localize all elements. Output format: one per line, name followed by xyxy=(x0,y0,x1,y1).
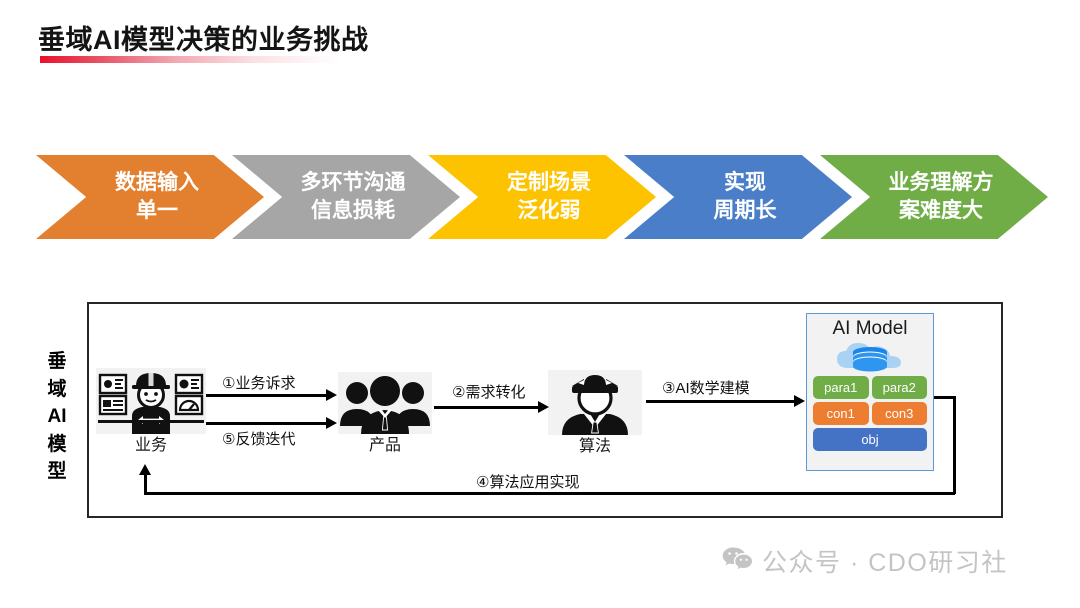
chevron-step-5-line-1: 业务理解方 xyxy=(888,171,994,195)
arrow-3-line xyxy=(646,400,798,403)
node-algorithm[interactable]: 算法 xyxy=(548,370,642,456)
node-algorithm-label: 算法 xyxy=(578,438,611,455)
ai-model-title: AI Model xyxy=(832,318,908,339)
ai-pill-con3[interactable]: con3 xyxy=(871,401,927,425)
arrow-4-head xyxy=(139,464,151,475)
chevron-step-3-line-1: 定制场景 xyxy=(507,171,591,195)
chevron-step-3-line-2: 泛化弱 xyxy=(517,199,581,222)
graduate-person-icon xyxy=(548,370,642,435)
arrow-1-head xyxy=(326,389,337,401)
node-product-label: 产品 xyxy=(368,437,401,454)
ai-pill-con1-label: con1 xyxy=(826,405,855,421)
node-product[interactable]: 产品 xyxy=(338,372,432,455)
arrow-2-label: ②需求转化 xyxy=(452,384,526,401)
watermark: 公众号 · CDO研习社 xyxy=(722,543,1008,579)
side-label-char-1: 垂 xyxy=(47,351,67,372)
arrow-4-label: ④算法应用实现 xyxy=(476,474,580,491)
ai-model-parameter-grid: para1 para2 con1 con3 obj xyxy=(813,375,927,451)
ai-pill-para2[interactable]: para2 xyxy=(871,375,927,399)
side-label-char-2: 域 xyxy=(47,378,67,400)
arrow-3-head xyxy=(794,395,805,407)
watermark-text: 公众号 · CDO研习社 xyxy=(762,549,1008,577)
ai-pill-con3-label: con3 xyxy=(885,405,914,421)
ai-pill-obj-label: obj xyxy=(861,431,879,447)
node-business-label: 业务 xyxy=(134,437,167,454)
chevron-step-1-line-2: 单一 xyxy=(136,199,178,222)
ai-pill-para2-label: para2 xyxy=(882,379,916,395)
chevron-step-2-line-2: 信息损耗 xyxy=(311,199,395,222)
chevron-step-5-line-2: 案难度大 xyxy=(899,199,983,222)
diagram-side-label: 垂 域 AI 模 型 xyxy=(40,348,74,486)
ai-pill-con1[interactable]: con1 xyxy=(813,401,869,425)
arrow-1-line xyxy=(206,394,328,397)
chevron-step-5[interactable]: 业务理解方 案难度大 xyxy=(820,155,1048,239)
ai-pill-para1[interactable]: para1 xyxy=(813,375,869,399)
arrow-2-line xyxy=(434,406,540,409)
arrow-4-segment-vertical-left xyxy=(144,474,147,494)
ai-pill-obj[interactable]: obj xyxy=(813,427,927,451)
chevron-step-4-line-2: 周期长 xyxy=(713,199,777,222)
arrow-3-label: ③AI数学建模 xyxy=(662,380,750,397)
side-label-char-5: 型 xyxy=(47,461,67,483)
chevron-step-2[interactable]: 多环节沟通 信息损耗 xyxy=(232,155,460,239)
people-group-icon xyxy=(338,372,432,434)
side-label-char-3: AI xyxy=(47,406,67,428)
side-label-char-4: 模 xyxy=(47,433,67,455)
node-business[interactable]: 业务 xyxy=(96,368,206,455)
chevron-step-1-line-1: 数据输入 xyxy=(115,171,199,195)
wechat-icon xyxy=(722,546,752,576)
chevron-step-1[interactable]: 数据输入 单一 xyxy=(36,155,264,239)
page-title-text: 垂域AI模型决策的业务挑战 xyxy=(38,25,369,55)
ai-pill-para1-label: para1 xyxy=(824,379,858,395)
arrow-1-label: ①业务诉求 xyxy=(222,375,296,392)
chevron-step-3[interactable]: 定制场景 泛化弱 xyxy=(428,155,656,239)
worker-dashboard-icon xyxy=(96,368,206,434)
arrow-4-segment-horizontal xyxy=(144,492,955,495)
title-underline-accent xyxy=(40,56,340,63)
page-title: 垂域AI模型决策的业务挑战 xyxy=(38,25,369,63)
ai-model-card[interactable]: AI Model para1 para2 con1 con3 obj xyxy=(806,313,934,471)
cloud-database-icon xyxy=(813,341,927,373)
chevron-step-4[interactable]: 实现 周期长 xyxy=(624,155,852,239)
arrow-5-line xyxy=(206,422,328,425)
arrow-5-label: ⑤反馈迭代 xyxy=(222,431,296,448)
arrow-4-segment-vertical-right xyxy=(953,396,956,494)
chevron-step-4-line-1: 实现 xyxy=(724,171,766,195)
chevron-step-2-line-1: 多环节沟通 xyxy=(300,171,406,195)
challenge-chevron-band: 数据输入 单一 多环节沟通 信息损耗 定制场景 泛化弱 实现 周期长 业务理解方… xyxy=(36,155,1048,239)
arrow-5-head xyxy=(326,417,337,429)
arrow-2-head xyxy=(538,401,549,413)
